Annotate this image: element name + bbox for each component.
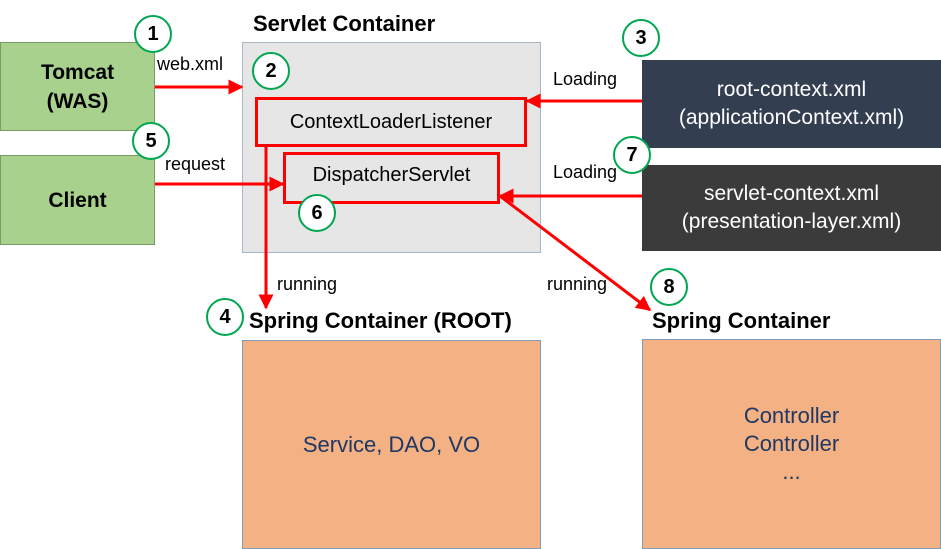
- servlet-context-sublabel: (presentation-layer.xml): [681, 210, 902, 233]
- step-badge-3: 3: [622, 19, 660, 57]
- step-badge-5: 5: [132, 122, 170, 160]
- spring-container-title: Spring Container: [652, 308, 831, 333]
- dispatcher-servlet-node: DispatcherServlet: [283, 152, 500, 204]
- servlet-container-box: [242, 42, 541, 253]
- edge-label-request: request: [165, 154, 226, 174]
- spring-root-box: Service, DAO, VO: [242, 340, 541, 549]
- spring-container-box: Controller Controller ...: [642, 339, 941, 549]
- ellipsis-label: ...: [782, 459, 801, 484]
- controller-label-1: Controller: [743, 403, 840, 428]
- tomcat-label: Tomcat: [40, 60, 115, 84]
- edge-label-web-xml: web.xml: [157, 54, 224, 74]
- servlet-context-node: servlet-context.xml (presentation-layer.…: [642, 165, 941, 251]
- step-badge-7: 7: [613, 136, 651, 174]
- context-loader-listener-node: ContextLoaderListener: [255, 97, 527, 147]
- root-context-sublabel: (applicationContext.xml): [678, 106, 905, 129]
- step-badge-6: 6: [298, 194, 336, 232]
- tomcat-sublabel: (WAS): [46, 89, 109, 113]
- client-label: Client: [48, 188, 107, 212]
- servlet-container-title: Servlet Container: [253, 11, 436, 36]
- step-badge-2: 2: [252, 52, 290, 90]
- root-box-content: Service, DAO, VO: [302, 431, 481, 457]
- edge-label-running-1: running: [277, 274, 338, 294]
- edge-label-running-2: running: [547, 274, 608, 294]
- step-badge-8: 8: [650, 268, 688, 306]
- client-node: Client: [0, 155, 155, 245]
- edge-label-loading-1: Loading: [553, 69, 618, 89]
- root-context-label: root-context.xml: [716, 78, 867, 101]
- servlet-context-label: servlet-context.xml: [703, 182, 880, 205]
- step-badge-4: 4: [206, 298, 244, 336]
- root-context-node: root-context.xml (applicationContext.xml…: [642, 60, 941, 148]
- tomcat-node: Tomcat (WAS): [0, 42, 155, 131]
- edge-label-loading-2: Loading: [553, 162, 618, 182]
- controller-label-2: Controller: [743, 431, 840, 456]
- arrow-dispatcher-running: [499, 194, 652, 312]
- step-badge-1: 1: [134, 15, 172, 53]
- spring-root-title: Spring Container (ROOT): [249, 308, 512, 333]
